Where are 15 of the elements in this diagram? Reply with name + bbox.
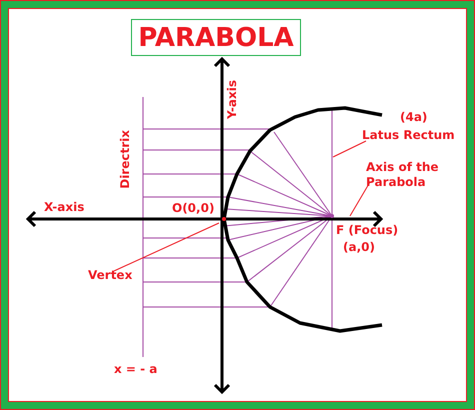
title-text: PARABOLA (138, 24, 294, 50)
callout-label: Vertex (88, 268, 132, 283)
point-label: F (Focus) (336, 223, 398, 237)
leader-line (114, 222, 220, 272)
callout-label: Latus Rectum (362, 128, 455, 143)
callout-label: (4a) (400, 110, 428, 125)
point-label: (a,0) (343, 240, 375, 254)
callout-label: Axis of the Parabola (366, 160, 440, 190)
axis-label: Directrix (118, 130, 132, 189)
point-label: O(0,0) (172, 201, 214, 215)
point-label: x = - a (114, 362, 158, 376)
leader-line (350, 182, 370, 216)
point-label: X-axis (44, 200, 84, 214)
leader-line (332, 140, 366, 158)
axis-label: Y-axis (225, 80, 239, 119)
